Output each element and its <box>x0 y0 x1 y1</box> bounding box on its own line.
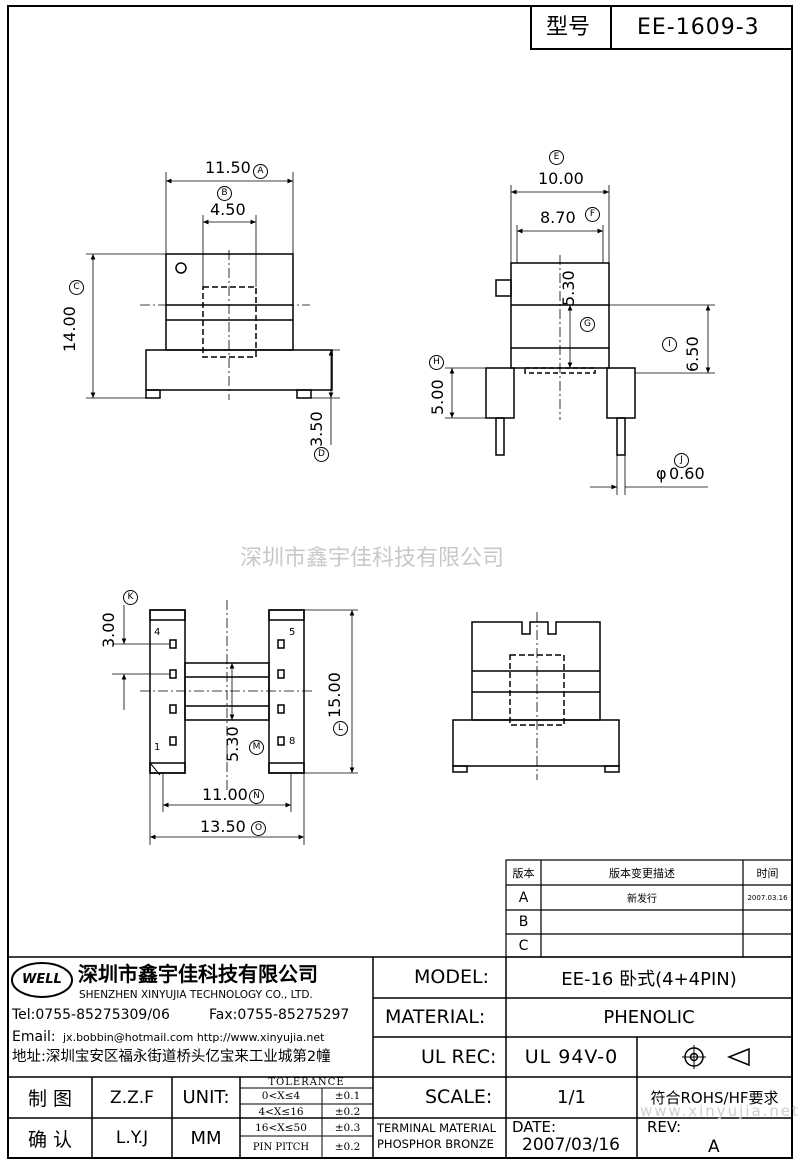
phosphor-bronze: PHOSPHOR BRONZE <box>377 1137 494 1151</box>
dim-marker-c: C <box>69 280 84 295</box>
dim-N-value: 11.00 <box>202 785 248 804</box>
dim-C-value: 14.00 <box>60 306 79 352</box>
model-label: MODEL: <box>414 966 489 988</box>
company-name-cn: 深圳市鑫宇佳科技有限公司 <box>78 962 318 986</box>
dim-E-value: 10.00 <box>538 169 584 188</box>
front-view <box>86 172 340 445</box>
checked-label: 确 认 <box>27 1128 73 1151</box>
dim-marker-b: B <box>217 186 232 201</box>
watermark-company: 深圳市鑫宇佳科技有限公司 <box>240 546 505 571</box>
ulrec-label: UL REC: <box>421 1046 497 1068</box>
dim-H-value: 5.00 <box>428 379 447 415</box>
drawn-value: Z.Z.F <box>110 1087 154 1108</box>
dim-marker-a: A <box>253 164 268 179</box>
company-email: jx.bobbin@hotmail.com http://www.xinyuji… <box>63 1031 325 1044</box>
terminal-material: TERMINAL MATERIAL <box>377 1121 496 1135</box>
tolerance-range-4: PIN PITCH <box>252 1141 310 1153</box>
dim-marker-l: L <box>333 721 348 736</box>
unit-value: MM <box>190 1127 222 1149</box>
tolerance-range-1: 0<X≤4 <box>261 1090 301 1102</box>
dim-marker-i: I <box>662 337 677 352</box>
dim-D-value: 3.50 <box>307 411 326 447</box>
rev-row-a-rev: A <box>518 889 529 906</box>
dim-J-value: 0.60 <box>669 464 705 483</box>
dim-G-value: 5.30 <box>559 270 578 306</box>
tolerance-range-2: 4<X≤16 <box>258 1106 304 1118</box>
header-box <box>530 5 793 50</box>
dim-marker-e: E <box>549 150 564 165</box>
dim-marker-f: F <box>585 207 600 222</box>
dim-marker-m: M <box>249 740 264 755</box>
dim-marker-j: J <box>674 453 689 468</box>
scale-label: SCALE: <box>425 1086 493 1108</box>
scale-value: 1/1 <box>557 1087 586 1108</box>
sheet-border <box>7 5 793 1159</box>
header-model-label: 型号 <box>546 15 591 40</box>
top-view <box>112 600 358 845</box>
material-value: PHENOLIC <box>603 1007 695 1028</box>
unit-label: UNIT: <box>182 1087 230 1108</box>
pin-label-1: 1 <box>154 742 161 753</box>
tolerance-range-3: 16<X≤50 <box>255 1122 307 1134</box>
rev-row-b-rev: B <box>518 914 529 930</box>
pin-label-5: 5 <box>289 627 296 638</box>
dim-marker-k: K <box>123 590 138 605</box>
date-value: 2007/03/16 <box>522 1135 620 1155</box>
drawn-label: 制 图 <box>27 1088 73 1110</box>
tolerance-value-2: ±0.2 <box>334 1106 361 1118</box>
company-logo <box>11 962 73 998</box>
company-fax: Fax:0755-85275297 <box>209 1007 350 1023</box>
dim-F-value: 8.70 <box>540 208 576 227</box>
dim-marker-d: D <box>314 447 329 462</box>
dim-M-value: 5.30 <box>223 726 242 762</box>
dim-J-phi: φ <box>656 464 667 483</box>
tolerance-title: TOLERANCE <box>268 1077 345 1088</box>
rev-header-desc: 版本变更描述 <box>609 866 675 880</box>
company-tel: Tel:0755-85275309/06 <box>12 1007 170 1023</box>
projection-symbol-icon <box>682 1045 750 1069</box>
company-email-label: Email: <box>12 1029 56 1045</box>
tolerance-value-3: ±0.3 <box>334 1122 361 1134</box>
rohs-note: 符合ROHS/HF要求 <box>650 1089 779 1107</box>
company-address: 地址:深圳宝安区福永街道桥头亿宝来工业城第2幢 <box>12 1049 331 1065</box>
rev-header-date: 时间 <box>756 866 779 880</box>
dim-marker-o: O <box>251 821 266 836</box>
title-block-lines <box>8 956 792 1158</box>
dim-marker-h: H <box>429 355 444 370</box>
model-value: EE-16 卧式(4+4PIN) <box>561 968 737 990</box>
rev-label: REV: <box>647 1118 681 1136</box>
dim-marker-g: G <box>580 317 595 332</box>
rev-header-version: 版本 <box>512 866 535 880</box>
dim-I-value: 6.50 <box>683 336 702 372</box>
company-name-en: SHENZHEN XINYUJIA TECHNOLOGY CO., LTD. <box>79 989 313 1001</box>
pin-label-4: 4 <box>154 627 161 638</box>
pin-label-8: 8 <box>289 736 296 747</box>
logo-text: WELL <box>22 972 62 987</box>
dim-marker-n: N <box>249 789 264 804</box>
ulrec-value: UL 94V-0 <box>524 1046 619 1068</box>
material-label: MATERIAL: <box>385 1006 486 1028</box>
date-label: DATE: <box>512 1118 557 1136</box>
dim-K-value: 3.00 <box>99 612 118 648</box>
dim-A-value: 11.50 <box>205 158 251 177</box>
rev-row-c-rev: C <box>518 937 529 954</box>
tolerance-value-1: ±0.1 <box>334 1090 361 1102</box>
rear-view <box>452 612 620 780</box>
dim-L-value: 15.00 <box>325 672 344 718</box>
checked-value: L.Y.J <box>115 1128 149 1148</box>
rev-row-a-desc: 新发行 <box>627 894 657 905</box>
rev-row-a-date: 2007.03.16 <box>747 893 788 902</box>
rev-value: A <box>708 1137 720 1157</box>
watermark-url: www.xinyujia.net <box>640 1102 800 1120</box>
dim-O-value: 13.50 <box>200 817 246 836</box>
header-model-value: EE-1609-3 <box>637 15 760 40</box>
dim-B-value: 4.50 <box>210 200 246 219</box>
side-view <box>445 185 715 495</box>
tolerance-value-4: ±0.2 <box>334 1141 361 1153</box>
